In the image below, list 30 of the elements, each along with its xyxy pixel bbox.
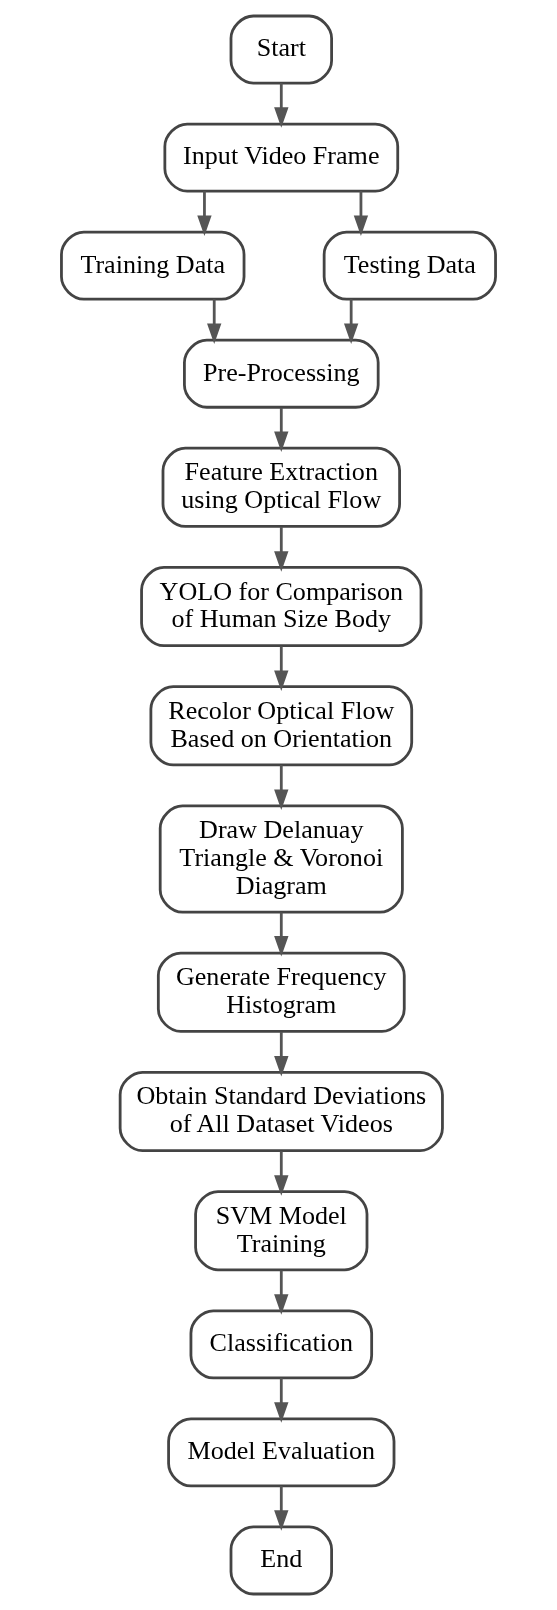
arrow [274, 1377, 289, 1423]
arrow [207, 299, 222, 344]
node-box: Recolor Optical Flow Based on Orientation [149, 685, 414, 767]
arrow [274, 1151, 289, 1196]
node-box: Start [229, 14, 333, 85]
node-box: Generate Frequency Histogram [156, 951, 406, 1033]
node-box: Testing Data [322, 230, 497, 301]
node-box: Feature Extraction using Optical Flow [161, 446, 401, 528]
node-box: Input Video Frame [163, 122, 400, 193]
node-box: Classification [189, 1309, 374, 1380]
arrow [274, 1031, 289, 1077]
arrow [274, 407, 289, 452]
arrow [274, 765, 289, 810]
arrow [274, 527, 289, 572]
node-box: Model Evaluation [167, 1417, 396, 1488]
arrow [343, 299, 359, 344]
arrow [274, 646, 289, 691]
node-box: Obtain Standard Deviations of All Dataset Videos [118, 1070, 444, 1152]
node-box: YOLO for Comparison of Human Size Body [140, 566, 423, 648]
arrow [274, 1486, 289, 1531]
node-box: SVM Model Training [194, 1190, 369, 1272]
arrow [274, 912, 289, 957]
node-box: Pre-Processing [183, 338, 380, 409]
arrow [274, 83, 289, 128]
arrow [353, 191, 369, 236]
node-box: Draw Delanuay Triangle & Voronoi Diagram [158, 804, 404, 914]
arrow [197, 191, 212, 236]
node-box: Training Data [60, 230, 246, 301]
node-box: End [229, 1525, 333, 1596]
arrow [274, 1270, 289, 1315]
